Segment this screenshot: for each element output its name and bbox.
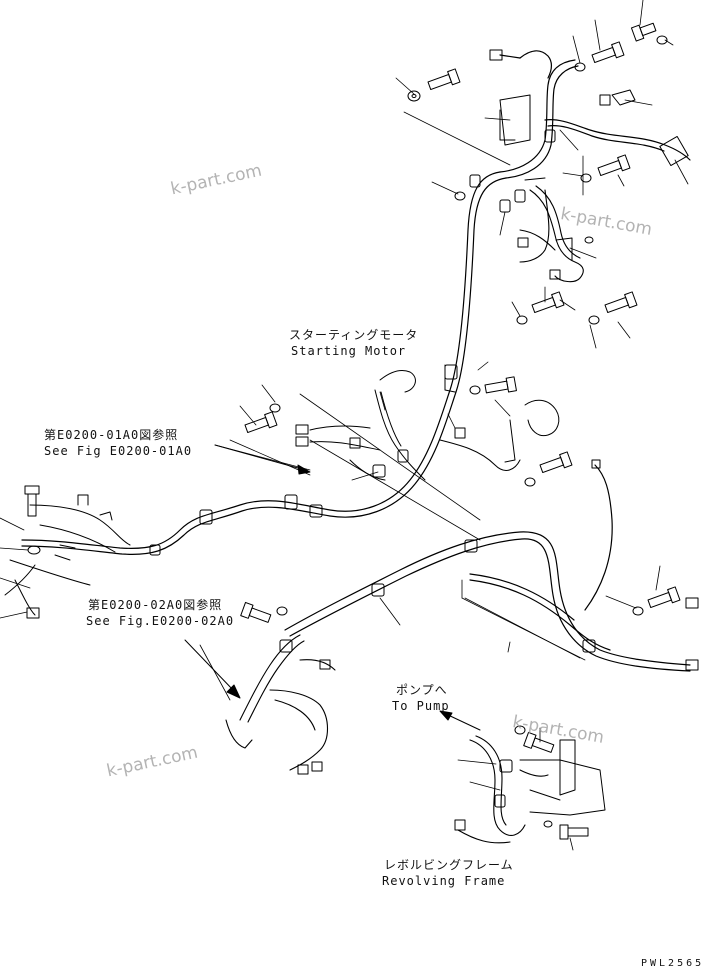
- leader-lines: [199, 111, 581, 701]
- bolts: [24, 22, 681, 840]
- lower-right-harness: [284, 464, 691, 672]
- lower-left-harness: [225, 634, 336, 771]
- ref1-en-label: See Fig E0200-01A0: [44, 444, 193, 458]
- frame-rectangles: [461, 155, 586, 661]
- drawing-number: PWL2565: [641, 958, 705, 969]
- revolving-frame-en-label: Revolving Frame: [382, 874, 506, 888]
- left-fanout: [4, 494, 131, 616]
- ref1-jp-label: 第E0200-01A0図参照: [44, 428, 179, 442]
- starting-motor-jp-label: スターティングモータ: [289, 328, 419, 342]
- upper-harness: [499, 50, 691, 179]
- revolving-frame-plate: [519, 739, 606, 816]
- main-harness: [21, 171, 507, 555]
- pump-branch-harness: [457, 735, 549, 844]
- clamps: [149, 129, 596, 808]
- starting-motor-area: [309, 369, 560, 481]
- ref-arrows: [184, 444, 481, 731]
- connectors: [26, 49, 699, 831]
- revolving-frame-jp-label: レボルビングフレーム: [384, 858, 514, 872]
- pump-jp-label: ポンプへ: [396, 683, 448, 697]
- ref2-jp-label: 第E0200-02A0図参照: [88, 598, 223, 612]
- starting-motor-en-label: Starting Motor: [291, 344, 407, 358]
- brackets: [444, 89, 636, 393]
- pump-en-label: To Pump: [392, 699, 450, 713]
- right-branch-harness: [519, 185, 584, 283]
- part-leaders: [0, 0, 689, 851]
- washers: [27, 35, 668, 828]
- ref2-en-label: See Fig.E0200-02A0: [86, 614, 235, 628]
